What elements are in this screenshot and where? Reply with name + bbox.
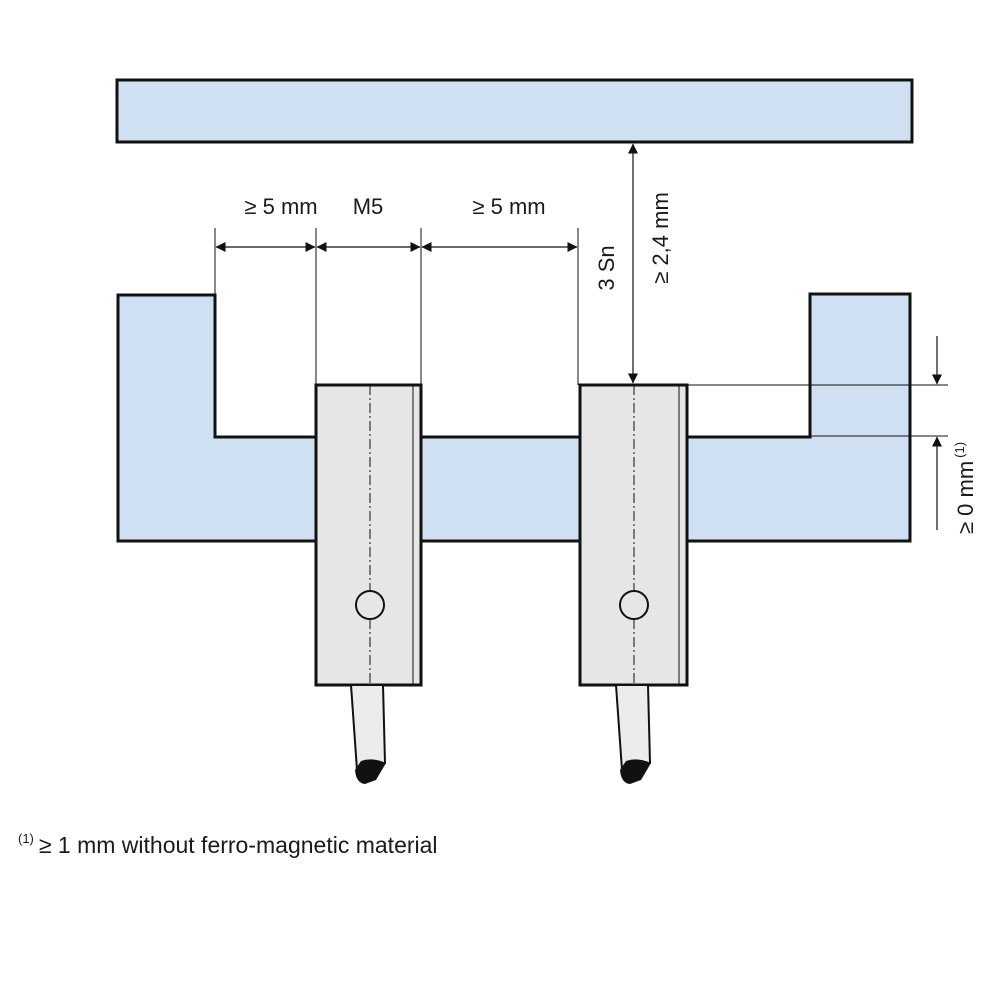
target-plate: [115, 78, 914, 144]
footnote: (1) ≥ 1 mm without ferro-magnetic materia…: [18, 831, 438, 858]
footnote-text: ≥ 1 mm without ferro-magnetic material: [39, 832, 438, 858]
target-distance-factor-label: 3 Sn: [594, 245, 619, 290]
left-sensor: [314, 383, 423, 784]
right-gap-label: ≥ 5 mm: [472, 194, 545, 219]
mounting-bracket: [116, 292, 912, 543]
right-sensor-led: [619, 590, 649, 620]
footnote-ref: (1): [18, 831, 34, 846]
left-gap-label: ≥ 5 mm: [244, 194, 317, 219]
thread-label: M5: [353, 194, 384, 219]
left-sensor-cable: [349, 684, 387, 772]
flush-offset-label: ≥ 0 mm(1): [952, 442, 978, 534]
right-sensor-cable-end: [620, 759, 651, 784]
left-sensor-led: [355, 590, 385, 620]
right-sensor: [578, 383, 689, 784]
left-sensor-body: [314, 383, 423, 687]
flush-offset-footnote-ref: (1): [952, 442, 967, 458]
right-sensor-cable: [614, 684, 652, 772]
left-sensor-cable-end: [355, 759, 386, 784]
target-distance-label: ≥ 2,4 mm: [648, 192, 673, 284]
